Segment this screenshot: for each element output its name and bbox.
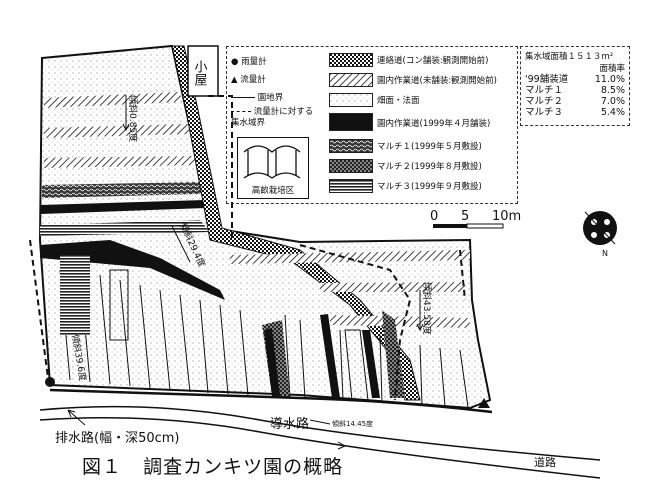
legend-label: 連絡道(コン舗装:観測開始前) [377,56,489,66]
mulch2-strip [109,269,129,341]
legend-label: 畑面・法面 [377,96,420,106]
paved-path-2 [320,314,340,398]
swatch-solid [329,113,373,131]
legend-ridge-box: 高畝栽培区 [237,137,309,199]
north-label: N [602,249,608,258]
paved-path [264,328,280,396]
scale-tick: 10m [492,209,521,224]
flow-meter-icon: ▲ [231,75,238,85]
road-edge [39,416,601,479]
legend-rain-gauge: ● 雨量計 [231,57,267,67]
hut-label: 小屋 [192,60,208,87]
legend-label: マルチ２(1999年８月敷設) [377,162,482,172]
catchment-area-title: 集水域面積１５１３m² [525,52,614,62]
ridge-icon [243,145,301,179]
drain-arrow [67,409,86,426]
dashed-line-icon [231,111,251,112]
ridge-label: 高畝栽培区 [251,186,295,196]
headrace-slope: 傾斜14.45度 [332,419,373,428]
legend-boundary: 園地界 [231,91,283,103]
drain-channel [39,405,601,461]
rain-gauge-icon [45,377,55,387]
scale-tick: 0 [430,209,438,224]
solid-line-icon [231,97,255,98]
swatch-mulch1 [329,139,373,153]
road-label: 道路 [534,455,556,469]
legend-label: マルチ３(1999年９月敷設) [377,182,482,192]
catchment-boundary [29,95,466,401]
flow-meter-icon [478,398,490,408]
legend-catchment: 流量計に対する集水域界 [231,107,314,128]
swatch-crosshatch [329,53,373,67]
rain-gauge-icon: ● [231,57,239,67]
slope-label: 傾斜0.85度 [127,95,139,142]
legend-label: 園内作業道(未舗装:観測開始前) [377,76,497,86]
legend: ● 雨量計 ▲ 流量計 園地界 流量計に対する集水域界 高畝栽培区 連絡道(コン… [226,46,518,204]
figure-title: 調査カンキツ園の概略 [143,456,344,478]
headrace [49,388,493,414]
scale-bar: 0 5 10m [430,209,521,229]
swatch-diagonal [329,73,373,87]
drain-label: 排水路(幅・深50cm) [55,430,180,446]
mulch1-strip [60,255,90,335]
hut [187,45,219,97]
area-ratio-header: 面積率 [599,64,625,74]
headrace-arrow [295,419,346,450]
swatch-mulch2 [329,159,373,173]
figure-number: 図１ [82,456,123,478]
swatch-dots [329,93,373,107]
headrace-label: 導水路 [270,416,309,432]
mulch-strip-4 [382,310,405,398]
lower-terraces [230,250,470,328]
compass-icon: N [583,211,617,258]
paved-path-3 [362,330,380,398]
slope-label: 傾斜43.58度 [421,282,433,335]
legend-flow-meter: ▲ 流量計 [231,75,266,85]
swatch-mulch3 [329,179,373,193]
scale-tick: 5 [461,209,469,224]
legend-label: 園内作業道(1999年４月舗装) [377,119,491,129]
connecting-road [171,45,421,401]
figure-caption: 図１ 調査カンキツ園の概略 [82,452,343,479]
legend-label: マルチ１(1999年５月敷設) [377,142,482,152]
